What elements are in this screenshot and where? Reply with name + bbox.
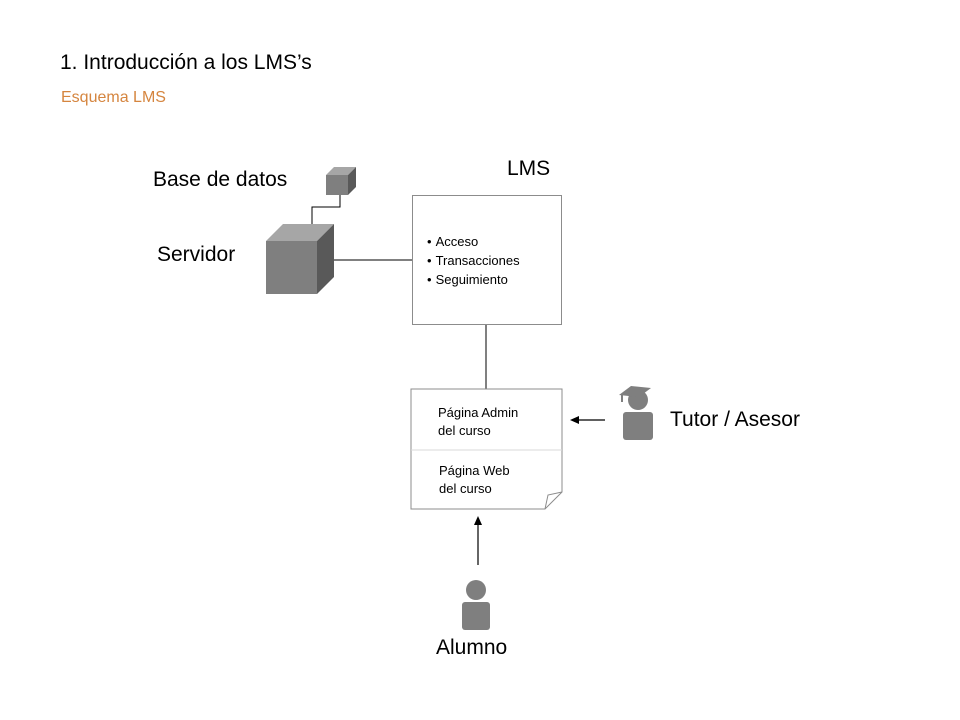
web-page-line2: del curso — [439, 481, 492, 496]
lms-feature-list: Acceso Transacciones Seguimiento — [427, 232, 520, 289]
student-person-icon — [462, 580, 490, 630]
database-cube-icon — [326, 167, 356, 195]
server-cube-icon — [266, 224, 334, 294]
course-pages-document — [410, 388, 563, 510]
web-page-line1: Página Web — [439, 463, 510, 478]
database-label: Base de datos — [153, 168, 288, 191]
tutor-arrow — [570, 416, 605, 424]
tutor-label: Tutor / Asesor — [670, 408, 800, 431]
student-arrow — [474, 516, 482, 565]
admin-page-text: Página Admin del curso — [438, 404, 553, 440]
slide-subtitle: Esquema LMS — [61, 89, 166, 106]
server-label: Servidor — [157, 243, 236, 266]
tutor-graduate-icon — [619, 386, 653, 440]
lms-feature-transactions: Transacciones — [427, 251, 520, 270]
admin-page-line1: Página Admin — [438, 405, 519, 420]
slide-title: 1. Introducción a los LMS’s — [60, 51, 312, 74]
web-page-text: Página Web del curso — [439, 462, 554, 498]
admin-page-line2: del curso — [438, 423, 491, 438]
student-label: Alumno — [436, 636, 508, 659]
database-connector — [311, 195, 341, 224]
lms-label: LMS — [507, 157, 551, 180]
document-fold — [544, 491, 563, 510]
lms-feature-tracking: Seguimiento — [427, 270, 520, 289]
lms-feature-access: Acceso — [427, 232, 520, 251]
